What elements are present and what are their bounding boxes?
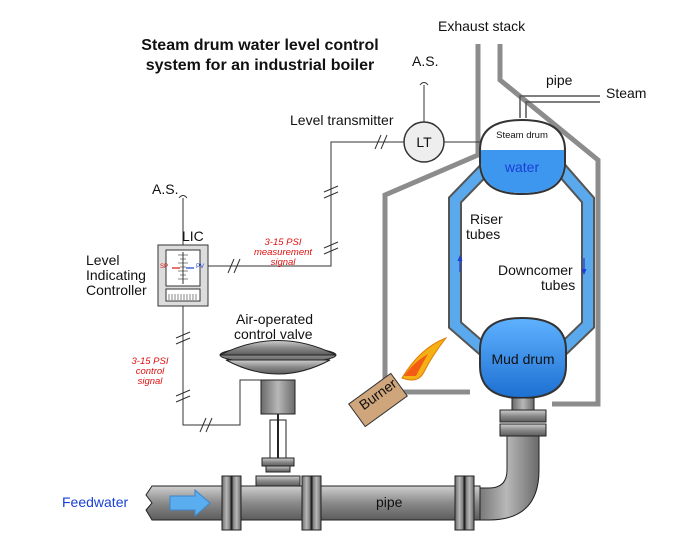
control-valve (219, 340, 337, 487)
downcomer-label-2: tubes (541, 277, 576, 293)
steam-pipe (519, 95, 600, 118)
burner (348, 372, 408, 428)
sp-label: SP (160, 264, 169, 270)
boiler-casing (382, 44, 601, 407)
steam-pipe-label: pipe (546, 72, 573, 88)
control-signal-label-2: control (135, 366, 165, 377)
level-indicating-controller (157, 195, 209, 307)
measurement-signal-label-1: 3-15 PSI (264, 237, 302, 248)
controller-label-1: Level (86, 252, 120, 268)
level-transmitter-label: Level transmitter (290, 112, 394, 128)
control-signal-label-3: signal (137, 376, 163, 387)
pipe-flanges (221, 475, 475, 531)
mud-drum-outlet (473, 397, 547, 521)
measurement-signal-label-3: signal (270, 257, 296, 268)
air-supply-label-top: A.S. (412, 53, 439, 69)
downcomer-label-1: Downcomer (498, 262, 573, 278)
feedwater-label: Feedwater (62, 494, 129, 510)
title-line-2: system for an industrial boiler (145, 57, 375, 74)
level-transmitter (403, 82, 480, 163)
valve-label-1: Air-operated (236, 311, 314, 327)
mud-drum-label: Mud drum (491, 351, 555, 367)
water-label: water (504, 159, 540, 175)
measurement-signal-line (206, 134, 404, 274)
title-line-1: Steam drum water level control (141, 37, 379, 54)
steam-drum-label: Steam drum (496, 130, 548, 141)
feedwater-arrow-icon (169, 488, 211, 518)
control-signal-label-1: 3-15 PSI (131, 356, 169, 367)
lt-tag: LT (416, 134, 432, 150)
valve-label-2: control valve (234, 326, 313, 342)
mud-drum (479, 316, 567, 400)
flow-arrows (457, 255, 587, 275)
lic-tag: LIC (182, 228, 204, 244)
air-supply-label-left: A.S. (152, 181, 179, 197)
measurement-signal-label-2: measurement (253, 247, 313, 258)
flame-icon (401, 336, 448, 381)
riser-label-2: tubes (466, 226, 501, 242)
riser-downcomer-tubes (448, 163, 595, 358)
exhaust-stack-label: Exhaust stack (438, 18, 526, 34)
controller-label-3: Controller (86, 282, 147, 298)
controller-label-2: Indicating (86, 267, 146, 283)
steam-label: Steam (606, 85, 647, 101)
pv-label: PV (196, 264, 205, 270)
control-signal-line (175, 306, 261, 433)
steam-drum (479, 118, 566, 196)
riser-label-1: Riser (470, 211, 503, 227)
feedwater-pipe-label: pipe (376, 494, 403, 510)
